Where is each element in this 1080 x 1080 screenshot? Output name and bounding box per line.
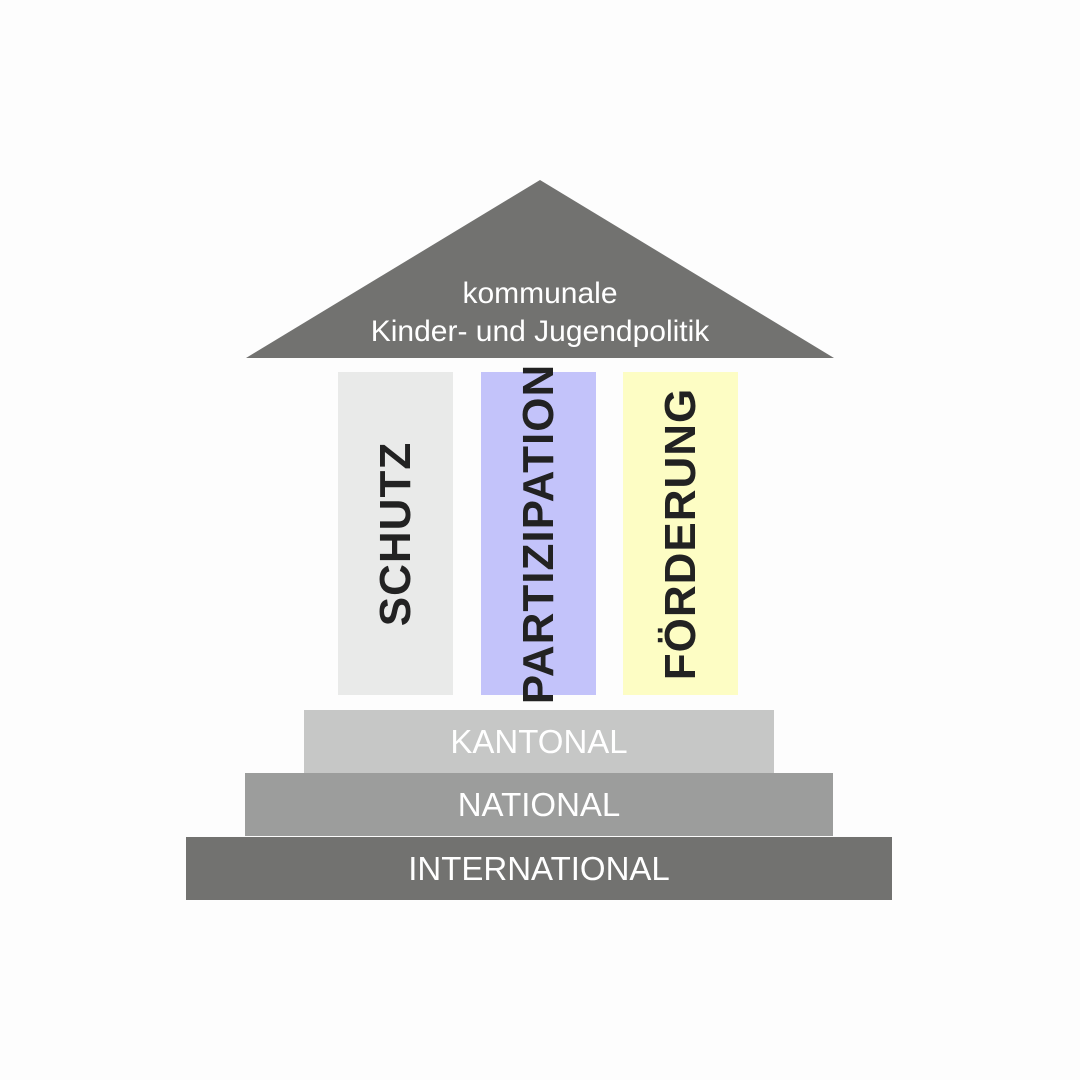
roof-title-line1: kommunale: [462, 277, 618, 310]
pillar-label: PARTIZIPATION: [513, 363, 563, 704]
step-national: NATIONAL: [245, 773, 833, 836]
pillar-schutz: SCHUTZ: [338, 372, 453, 695]
step-label: NATIONAL: [457, 785, 621, 823]
roof-title-line2: Kinder- und Jugendpolitik: [370, 315, 710, 348]
pillar-foerderung: FÖRDERUNG: [623, 372, 738, 695]
step-kantonal: KANTONAL: [304, 710, 774, 773]
pillar-label: FÖRDERUNG: [655, 387, 705, 680]
step-label: INTERNATIONAL: [408, 849, 670, 887]
step-international: INTERNATIONAL: [186, 837, 892, 900]
pillar-label: SCHUTZ: [370, 441, 420, 626]
roof-triangle: [246, 180, 834, 358]
pillar-partizipation: PARTIZIPATION: [481, 363, 596, 704]
step-label: KANTONAL: [450, 722, 628, 760]
